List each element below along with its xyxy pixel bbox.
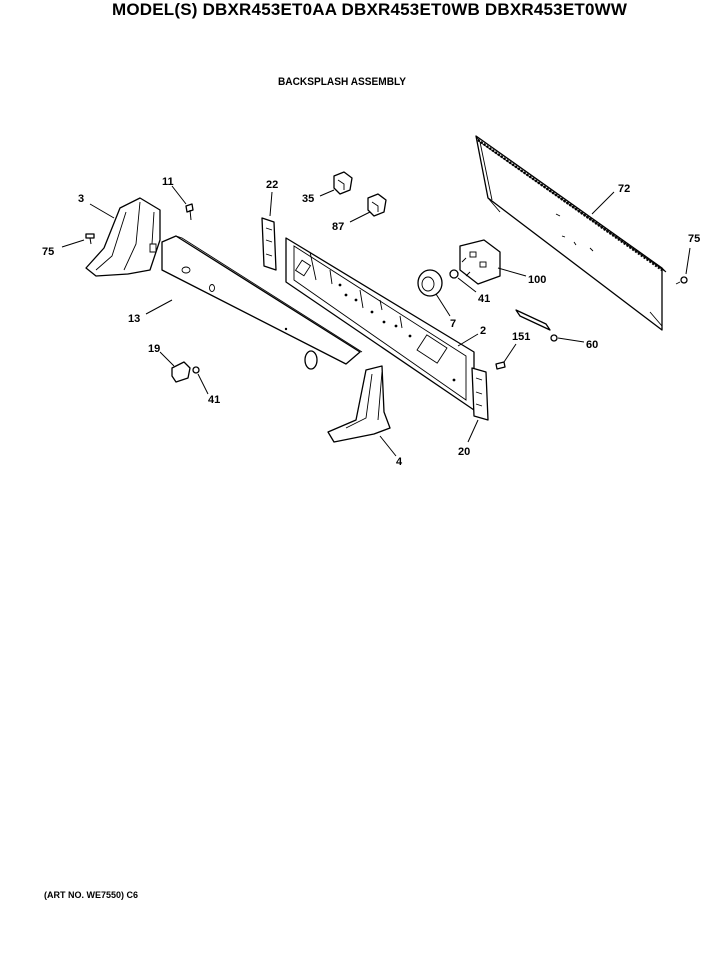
part-13-front-panel <box>161 235 363 370</box>
callout-35: 35 <box>302 193 314 205</box>
callout-labels: 3 11 22 35 87 72 75 75 100 41 13 7 2 151… <box>42 176 700 468</box>
part-35-clip <box>333 171 353 195</box>
callout-41-top: 41 <box>478 293 490 305</box>
part-87-clip <box>367 193 387 217</box>
callout-4: 4 <box>396 456 403 468</box>
callout-2: 2 <box>480 325 486 337</box>
callout-75-left: 75 <box>42 246 54 258</box>
callout-19: 19 <box>148 343 160 355</box>
part-4-right-end-cap <box>327 365 391 443</box>
part-3-left-end-cap <box>85 197 161 277</box>
callout-60: 60 <box>586 339 598 351</box>
callout-87: 87 <box>332 221 344 233</box>
callout-75-right: 75 <box>688 233 700 245</box>
part-2-control-frame <box>285 237 475 411</box>
callout-100: 100 <box>528 274 546 286</box>
art-number: (ART NO. WE7550) C6 <box>44 890 139 900</box>
callout-72: 72 <box>618 183 630 195</box>
callout-13: 13 <box>128 313 140 325</box>
part-7-knob <box>417 269 443 297</box>
callout-3: 3 <box>78 193 84 205</box>
callout-151: 151 <box>512 331 530 343</box>
callout-11: 11 <box>162 176 174 188</box>
part-72-rear-panel <box>475 135 667 331</box>
callout-41-bottom: 41 <box>208 394 220 406</box>
part-20-bracket <box>471 367 489 421</box>
callout-22: 22 <box>266 179 278 191</box>
callout-20: 20 <box>458 446 470 458</box>
leader-lines <box>61 185 691 457</box>
hardware-screws <box>85 203 688 383</box>
part-22-bracket <box>261 217 277 271</box>
part-100-switch <box>459 239 501 285</box>
callout-7: 7 <box>450 318 456 330</box>
assembly-title: BACKSPLASH ASSEMBLY <box>278 76 407 88</box>
model-numbers-title: MODEL(S) DBXR453ET0AA DBXR453ET0WB DBXR4… <box>112 0 628 19</box>
